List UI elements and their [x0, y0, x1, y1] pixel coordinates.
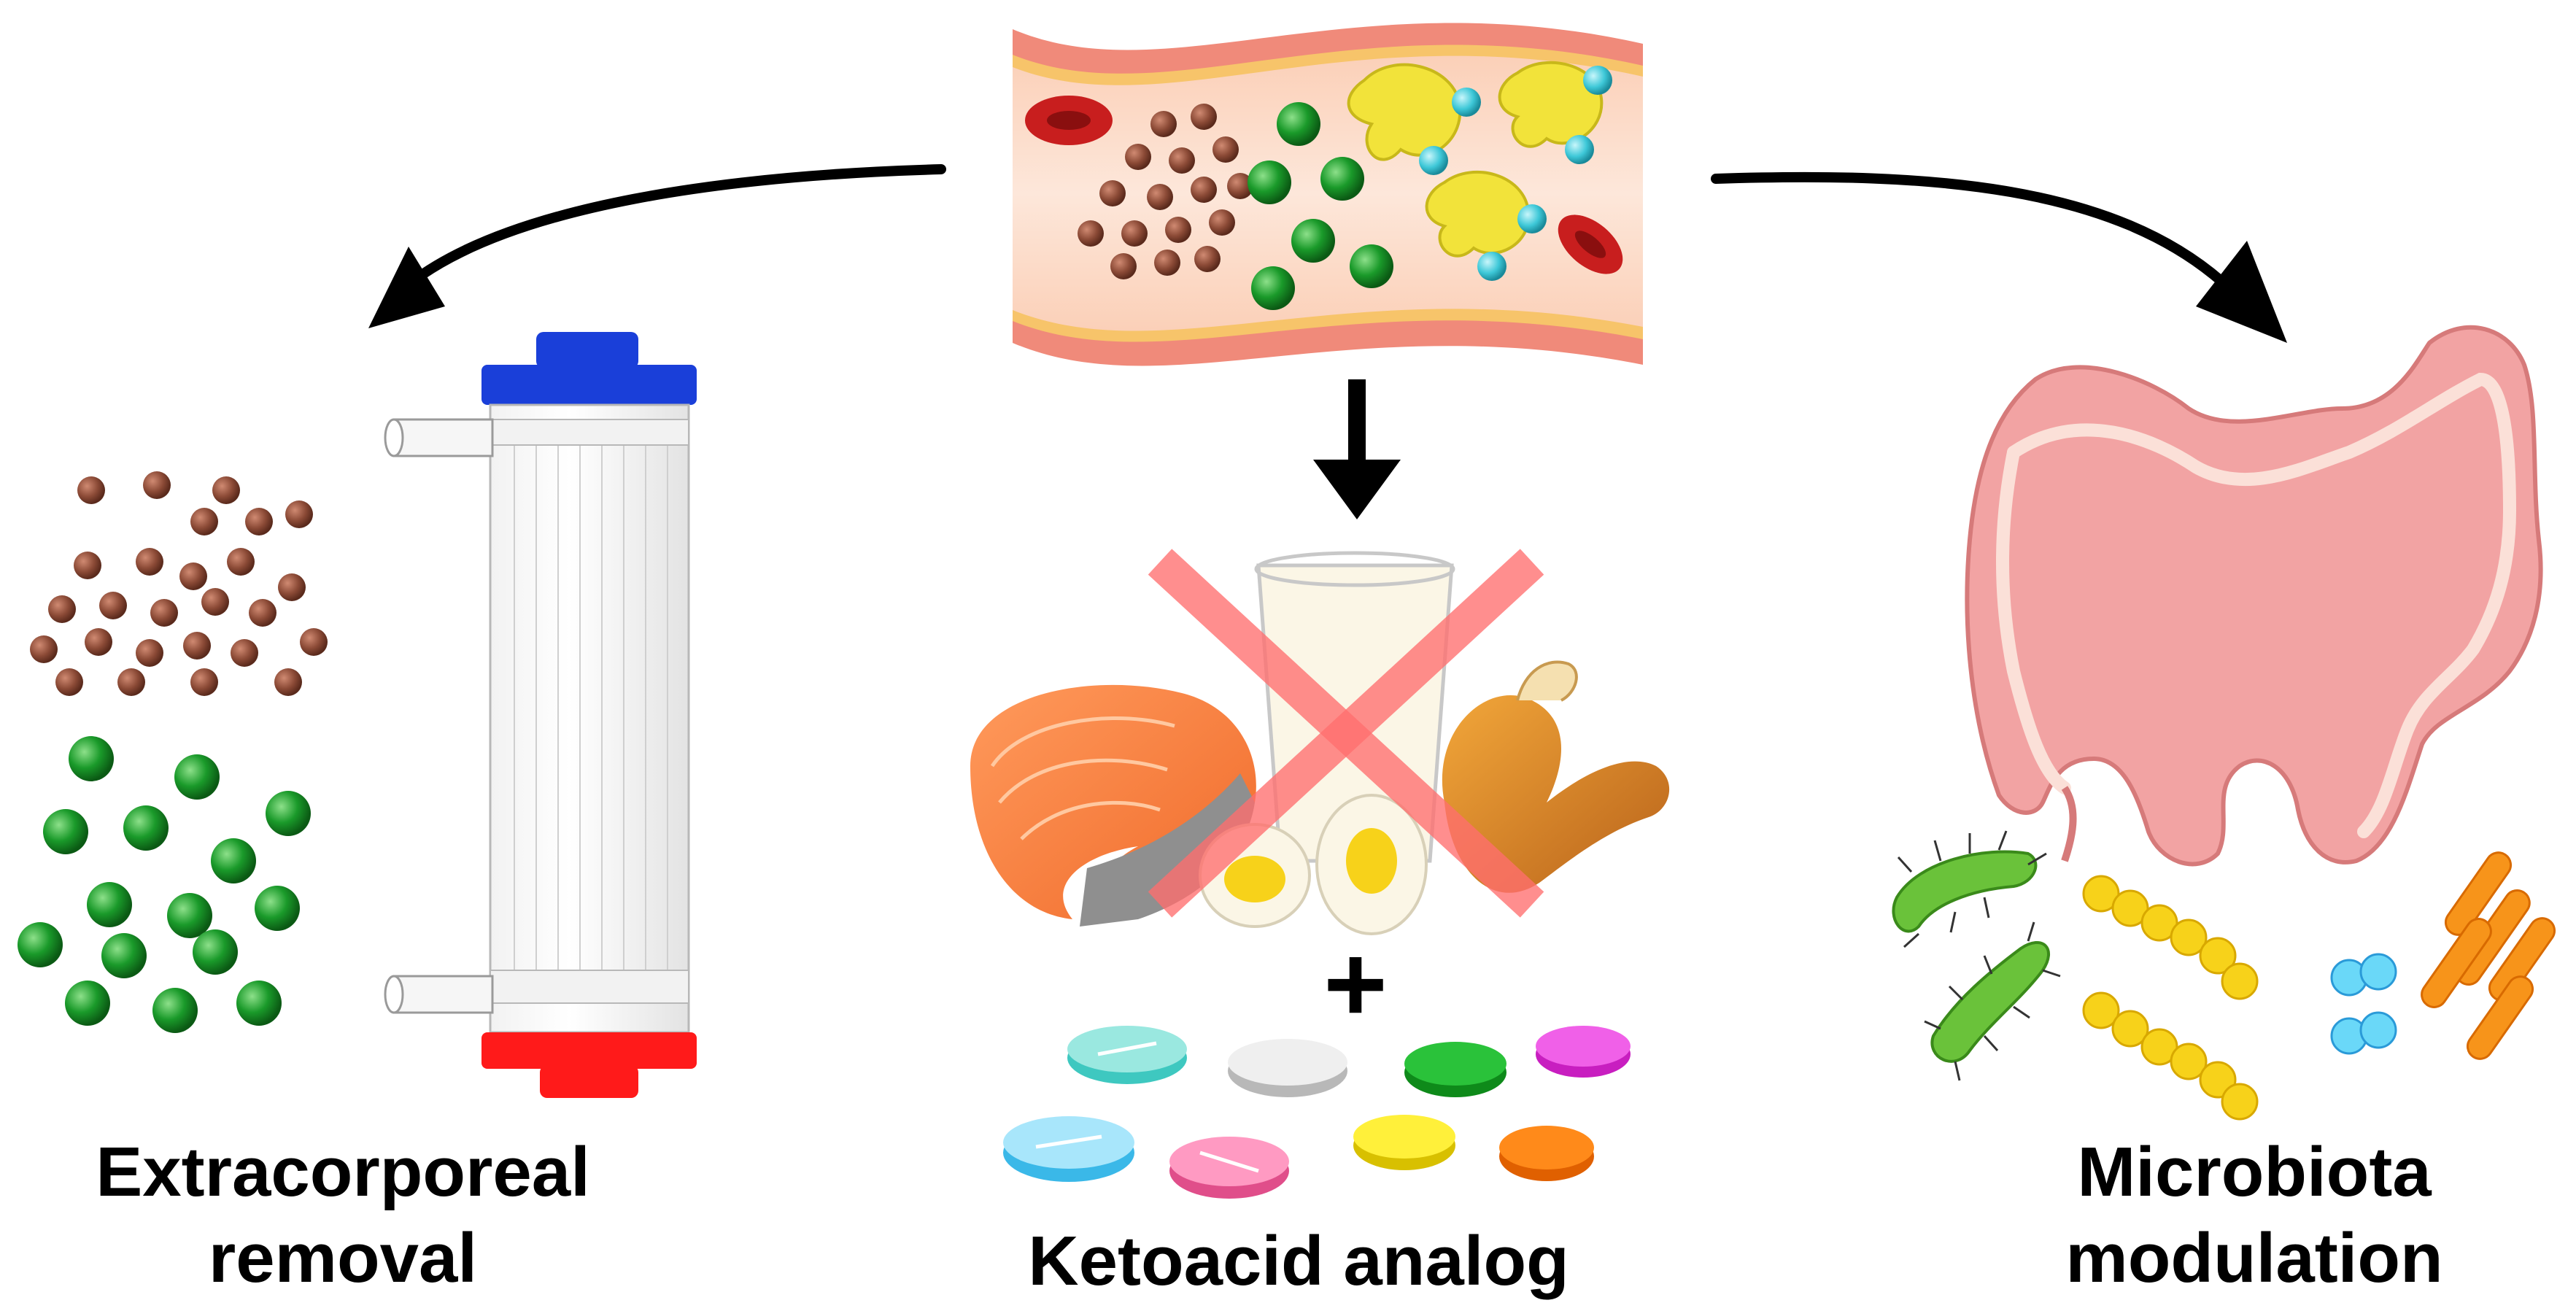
bacteria-rod-green-icon: [1892, 830, 2047, 948]
arrow-to-extracorporeal-icon: [368, 164, 946, 328]
bacteria-chain-yellow-icon: [2082, 875, 2259, 1121]
microbiota-modulation-label: Microbiota modulation: [1999, 1129, 2510, 1302]
cross-mark-icon: [1148, 549, 1544, 918]
removed-middle-molecules-icon: [18, 736, 311, 1033]
arrow-to-diet-icon: [1313, 379, 1401, 519]
plus-sign: +: [1323, 922, 1388, 1045]
pill-icon: [1169, 1137, 1289, 1199]
colon-icon: [1965, 325, 2543, 867]
microbiota-label-line1: Microbiota: [2077, 1133, 2432, 1211]
removed-small-toxins-icon: [30, 471, 328, 696]
bacteria-rod-orange-icon: [2421, 851, 2556, 1060]
pill-icon: [1353, 1115, 1455, 1170]
dialyzer-icon: [384, 332, 697, 1098]
extracorporeal-removal-label: Extracorporeal removal: [95, 1129, 591, 1302]
pill-icon: [1536, 1026, 1631, 1078]
pill-icon: [1003, 1116, 1134, 1182]
bacteria-cocci-blue-icon: [2330, 953, 2397, 1055]
red-blood-cell-icon: [1025, 96, 1113, 145]
chicken-leg-icon: [1442, 660, 1670, 893]
extracorporeal-label-line2: removal: [208, 1219, 478, 1297]
protein-bound-toxin-icon: [1347, 61, 1612, 281]
middle-molecule-group-icon: [1248, 102, 1393, 310]
pill-icon: [1499, 1126, 1594, 1181]
pill-icon: [1228, 1039, 1347, 1097]
pill-icon: [1404, 1042, 1506, 1097]
pill-icon: [1067, 1026, 1187, 1084]
arrow-to-microbiota-icon: [1711, 171, 2287, 343]
extracorporeal-label-line1: Extracorporeal: [96, 1133, 590, 1211]
bacteria-rod-green-icon: [1924, 921, 2061, 1081]
red-blood-cell-icon: [1558, 214, 1623, 274]
blood-vessel-icon: [1013, 23, 1643, 366]
small-toxin-group-icon: [1078, 104, 1253, 279]
microbiota-label-line2: modulation: [2065, 1219, 2443, 1297]
ketoacid-analog-label: Ketoacid analog: [1028, 1222, 1569, 1300]
